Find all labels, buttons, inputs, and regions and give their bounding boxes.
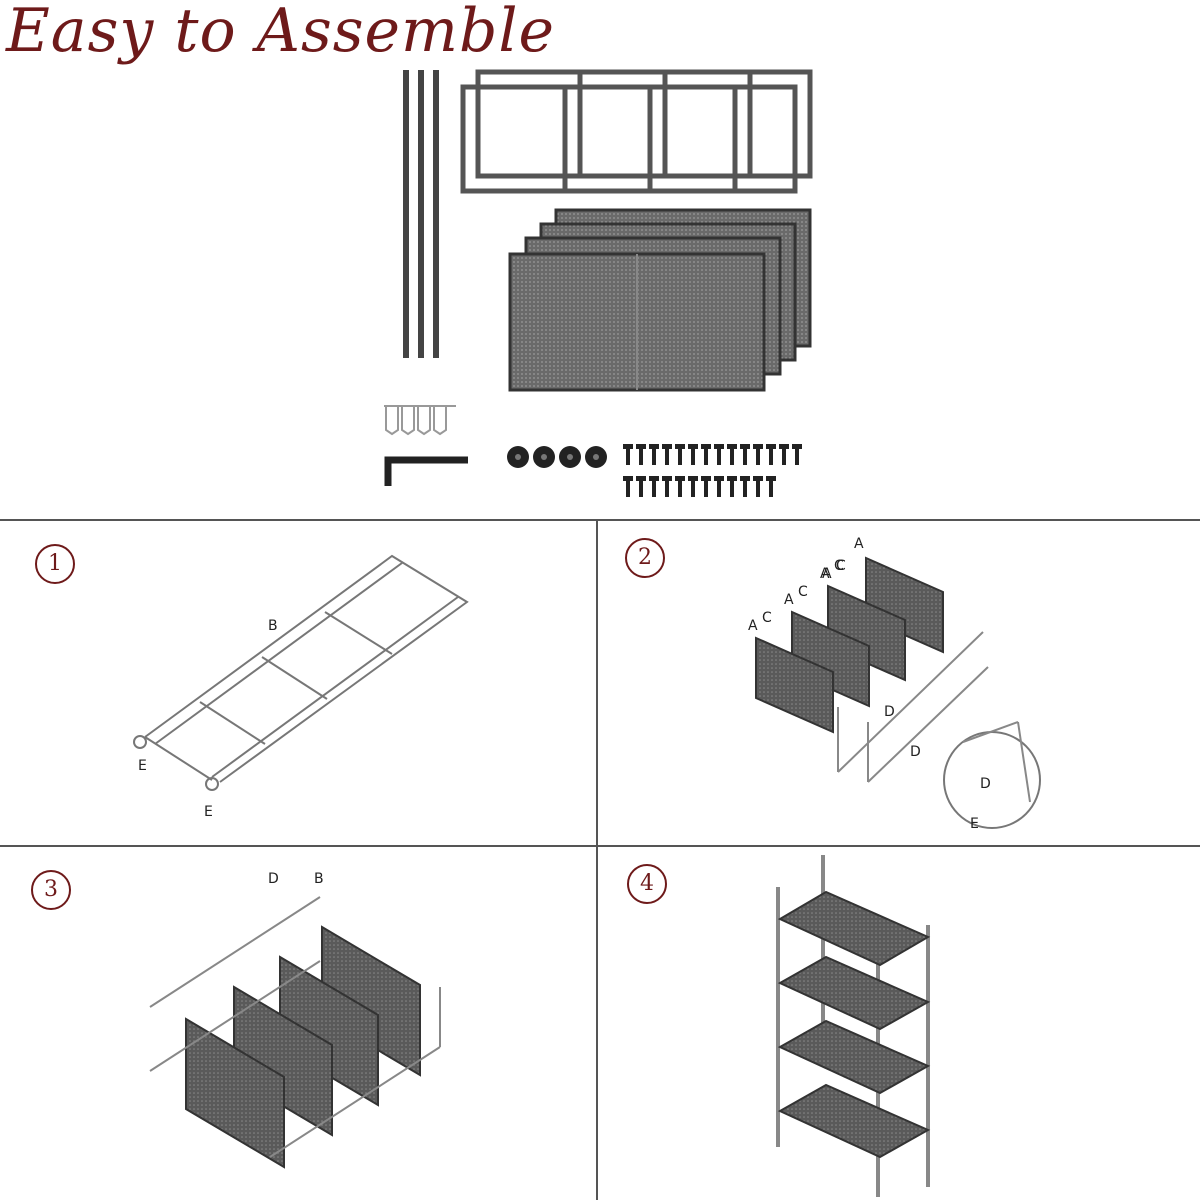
label-b: B <box>268 618 278 634</box>
allen-key <box>384 456 468 486</box>
step-3-badge: 3 <box>31 870 71 910</box>
svg-text:C: C <box>836 558 846 574</box>
mesh-shelf-panels <box>508 208 812 392</box>
svg-text:D: D <box>980 776 991 792</box>
divider-vertical <box>596 520 598 1200</box>
foot-caps <box>507 446 607 468</box>
screws <box>623 444 802 497</box>
svg-text:C: C <box>762 610 772 626</box>
label-e-2: E <box>204 804 213 820</box>
svg-text:D: D <box>910 744 921 760</box>
step-2-badge: 2 <box>625 538 665 578</box>
step-2-diagram: A C A C A C A C A D D D E <box>748 536 1041 832</box>
svg-text:C: C <box>798 584 808 600</box>
svg-text:A: A <box>748 618 758 634</box>
svg-text:D: D <box>268 871 279 887</box>
step-3-diagram: D B <box>149 871 441 1169</box>
side-frames <box>460 69 813 194</box>
svg-text:C: C <box>834 558 844 574</box>
parts-overview-diagram <box>384 69 813 497</box>
svg-text:B: B <box>314 871 324 887</box>
step-1-diagram: B E E <box>133 554 469 820</box>
vertical-poles <box>403 70 439 358</box>
label-e-1: E <box>138 758 147 774</box>
svg-text:E: E <box>970 816 979 832</box>
step-4-badge: 4 <box>627 864 667 904</box>
svg-text:A: A <box>820 566 830 582</box>
svg-text:A: A <box>822 566 832 582</box>
svg-text:A: A <box>854 536 864 552</box>
page-title: Easy to Assemble <box>6 0 556 66</box>
svg-text:A: A <box>784 592 794 608</box>
bracket-hooks <box>384 405 456 436</box>
divider-middle <box>0 845 1200 847</box>
step-1-badge: 1 <box>35 544 75 584</box>
step-4-diagram <box>776 855 931 1197</box>
divider-top <box>0 519 1200 521</box>
svg-text:D: D <box>884 704 895 720</box>
